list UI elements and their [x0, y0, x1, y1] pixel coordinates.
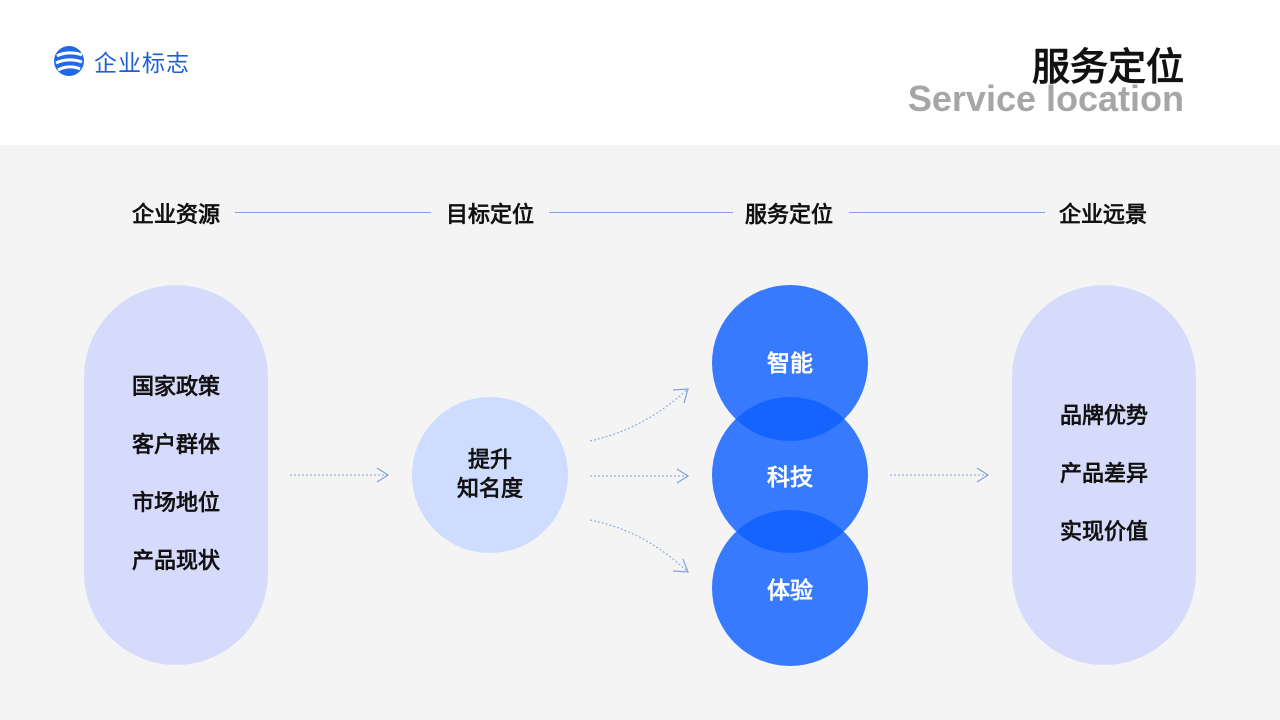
stage-connector-line: [549, 212, 733, 213]
resource-item: 客户群体: [131, 433, 220, 458]
goal-text-line1: 提升: [467, 448, 512, 473]
header: 企业标志 服务定位 Service location: [0, 0, 1280, 145]
vision-item: 实现价值: [1059, 520, 1148, 545]
vision-item: 产品差异: [1059, 462, 1148, 487]
goal-text-line2: 知名度: [456, 477, 523, 502]
service-label: 智能: [767, 351, 813, 377]
page-title: 服务定位: [1031, 45, 1184, 89]
goal-circle: 提升 知名度: [412, 397, 568, 553]
stage-connector-line: [235, 212, 431, 213]
stage-connector-line: [849, 212, 1045, 213]
page-subtitle: Service location: [907, 78, 1184, 119]
logo-icon: [54, 46, 84, 76]
vision-pill: 品牌优势 产品差异 实现价值: [1012, 285, 1196, 665]
service-label: 科技: [767, 465, 813, 491]
stage-vision: 企业远景: [1058, 203, 1147, 228]
logo-text: 企业标志: [94, 51, 190, 77]
service-bubble-experience: 体验: [712, 510, 868, 666]
resource-item: 产品现状: [131, 549, 220, 574]
stage-service: 服务定位: [744, 203, 833, 228]
resource-item: 国家政策: [131, 375, 220, 400]
service-label: 体验: [767, 578, 813, 604]
vision-item: 品牌优势: [1059, 404, 1148, 429]
stage-resources: 企业资源: [131, 203, 220, 228]
resource-item: 市场地位: [131, 491, 220, 516]
resources-pill: 国家政策 客户群体 市场地位 产品现状: [84, 285, 268, 665]
company-logo: 企业标志: [52, 44, 190, 78]
stage-goal: 目标定位: [445, 203, 534, 228]
